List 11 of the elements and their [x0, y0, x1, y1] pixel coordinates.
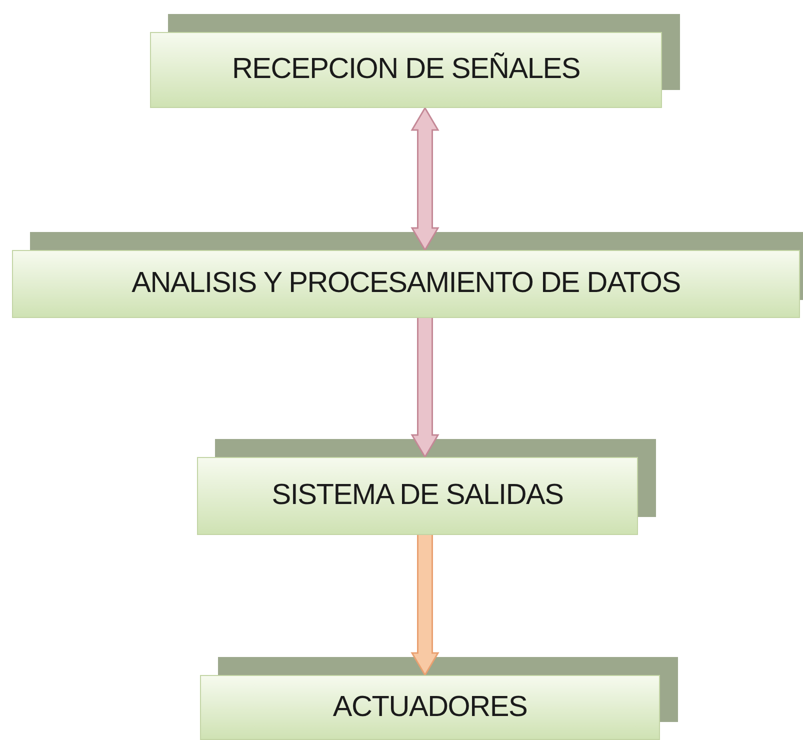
box-label: ACTUADORES — [332, 690, 528, 725]
process-box — [12, 250, 800, 318]
block-arrow — [411, 107, 439, 251]
box-label: RECEPCION DE SEÑALES — [232, 52, 580, 88]
process-box — [197, 457, 638, 535]
block-arrow — [411, 534, 439, 676]
process-box — [200, 675, 660, 740]
box-label: ANALISIS Y PROCESAMIENTO DE DATOS — [132, 266, 680, 302]
process-box — [150, 32, 662, 108]
box-label: SISTEMA DE SALIDAS — [272, 478, 564, 514]
block-arrow — [411, 317, 439, 458]
